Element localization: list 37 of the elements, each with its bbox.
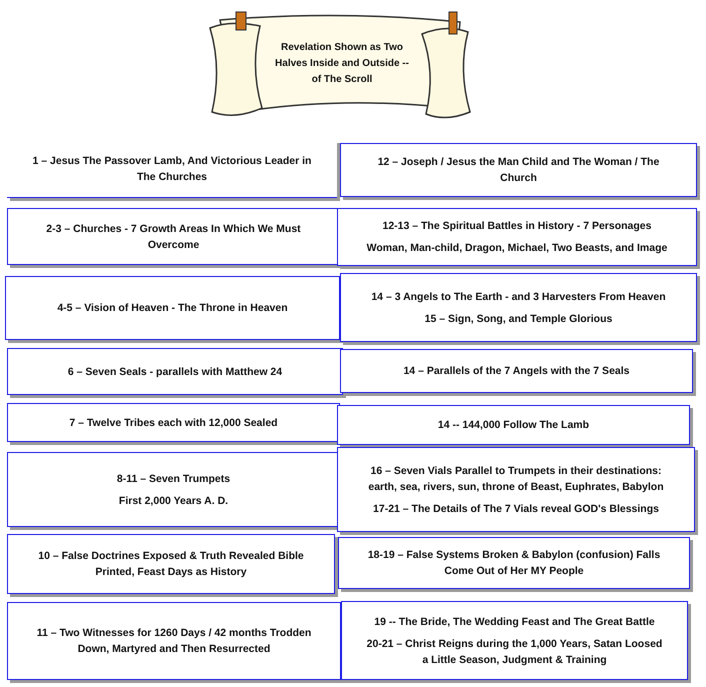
text-box	[341, 601, 688, 680]
box-text: 14 -- 144,000 Follow The Lamb	[436, 418, 590, 433]
box-text: 4-5 – Vision of Heaven - The Throne in Heaven	[56, 301, 289, 316]
text-box	[340, 143, 697, 197]
box-text: 19 -- The Bride, The Wedding Feast and The Great Battle	[373, 614, 656, 630]
text-box	[337, 447, 695, 532]
box-text: First 2,000 Years A. D.	[118, 494, 230, 508]
box-text: 16 – Seven Vials Parallel to Trumpets in their destinations: earth, sea, rivers, sun, throne of Beast, Euphrates, Babylon	[367, 464, 665, 494]
box-text: 7 – Twelve Tribes each with 12,000 Sealed	[68, 416, 279, 430]
box-text: 1 – Jesus The Passover Lamb, And Victorious Leader in The Churches	[32, 154, 312, 184]
text-box	[7, 602, 341, 680]
box-text: 12-13 – The Spiritual Battles in History - 7 Personages	[381, 219, 652, 234]
box-text: 20-21 – Christ Reigns during the 1,000 Years, Satan Loosed a Little Season, Judgment & Training	[366, 636, 664, 668]
text-box	[337, 208, 697, 266]
box-text: 10 – False Doctrines Exposed & Truth Revealed Bible Printed, Feast Days as History	[37, 549, 305, 580]
box-text: 6 – Seven Seals - parallels with Matthew 24	[66, 364, 284, 380]
text-box	[7, 534, 335, 594]
text-box	[340, 273, 697, 342]
text-box	[5, 276, 340, 340]
box-text: 2-3 – Churches - 7 Growth Areas In Which We Must Overcome	[45, 222, 302, 252]
box-text: 15 – Sign, Song, and Temple Glorious	[424, 312, 614, 326]
box-text: 12 – Joseph / Jesus the Man Child and The Woman / The Church	[376, 155, 660, 186]
text-box	[7, 348, 343, 395]
box-text: 8-11 – Seven Trumpets	[116, 472, 232, 486]
text-box	[338, 537, 690, 589]
box-text: 18-19 – False Systems Broken & Babylon (confusion) Falls Come Out of Her MY People	[366, 548, 662, 579]
box-text: 14 – 3 Angels to The Earth - and 3 Harvesters From Heaven	[370, 290, 667, 304]
title-text: Revelation Shown as Two Halves Inside and Outside -- of The Scroll	[274, 41, 410, 87]
box-text: 11 – Two Witnesses for 1260 Days / 42 months Trodden Down, Martyred and Then Resurrected	[36, 626, 312, 657]
text-box	[7, 452, 340, 527]
text-box	[7, 403, 340, 442]
box-text: Woman, Man-child, Dragon, Michael, Two Beasts, and Image	[366, 241, 668, 256]
text-box	[340, 349, 693, 393]
box-text: 14 – Parallels of the 7 Angels with the 7 Seals	[402, 364, 631, 379]
text-box	[337, 405, 690, 445]
text-box	[7, 208, 340, 265]
box-text: 17-21 – The Details of The 7 Vials reveal GOD's Blessings	[372, 502, 660, 516]
